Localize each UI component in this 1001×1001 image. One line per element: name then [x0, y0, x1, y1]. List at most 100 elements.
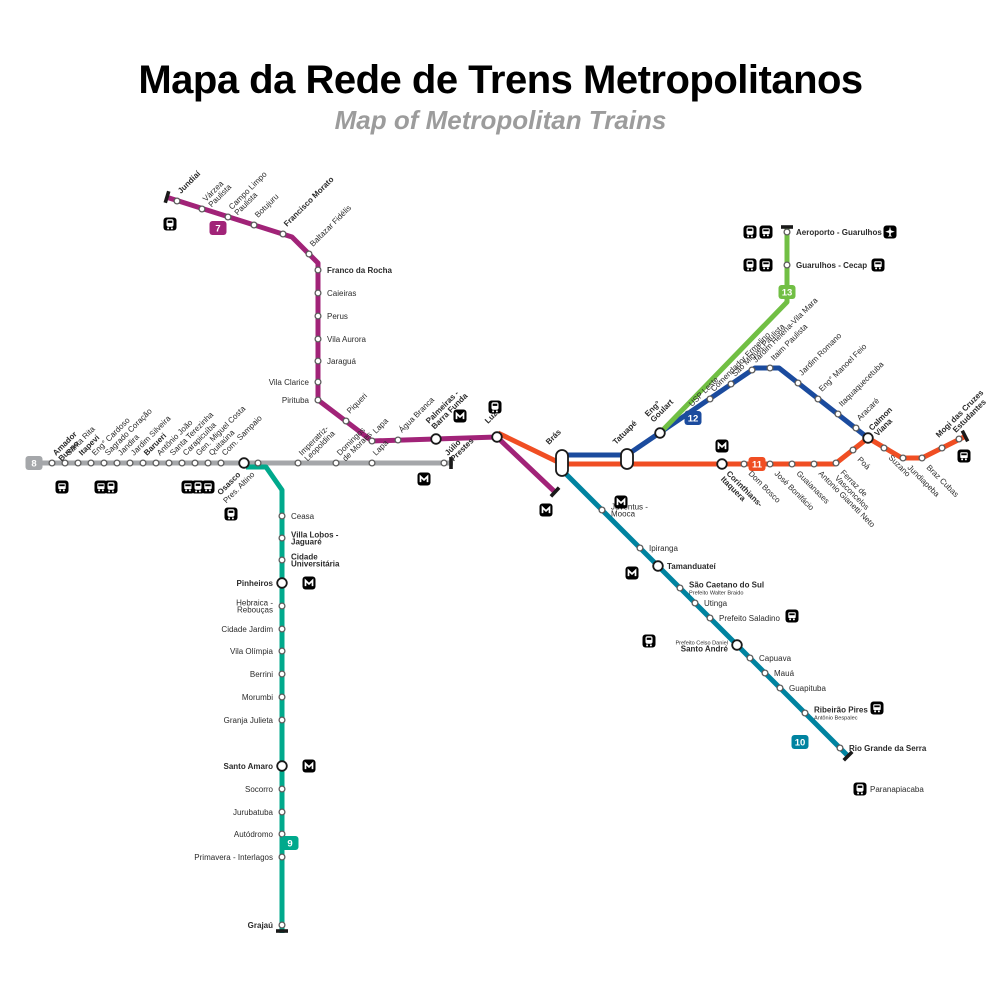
station-marker	[783, 261, 791, 269]
metro-icon	[614, 495, 628, 509]
station-label: Capuava	[759, 654, 792, 663]
station-label: Autódromo	[234, 830, 274, 839]
station-marker	[706, 614, 714, 622]
station-marker	[368, 437, 376, 445]
train-icon	[224, 507, 238, 521]
station-marker	[832, 459, 840, 467]
station-marker	[801, 709, 809, 717]
line-13-path	[658, 226, 790, 435]
train-icon	[743, 258, 757, 272]
station-marker	[254, 459, 262, 467]
station-label: Prefeito Saladino	[719, 614, 780, 623]
station-marker	[139, 459, 147, 467]
station-label: Palmeiras -Barra Funda	[424, 385, 470, 431]
line-10-path	[560, 468, 851, 759]
station-marker	[862, 432, 874, 444]
station-marker	[814, 395, 822, 403]
station-marker	[165, 459, 173, 467]
station-label: Villa Lobos -Jaguaré	[291, 530, 339, 546]
station-marker	[278, 921, 286, 929]
station-marker	[766, 364, 774, 372]
station-marker	[314, 312, 322, 320]
station-marker	[776, 684, 784, 692]
bus-icon	[94, 480, 108, 494]
station-label: Primavera - Interlagos	[194, 853, 273, 862]
station-marker	[652, 560, 664, 572]
station-label: Berrini	[250, 670, 273, 679]
station-label: Ceasa	[291, 512, 315, 521]
station-marker	[278, 512, 286, 520]
station-marker	[746, 654, 754, 662]
station-marker	[217, 459, 225, 467]
station-marker	[278, 534, 286, 542]
station-label: Granja Julieta	[224, 716, 274, 725]
station-marker	[278, 670, 286, 678]
metro-icon	[539, 503, 553, 517]
station-marker	[766, 460, 774, 468]
line-12-badge-label: 12	[688, 413, 699, 424]
station-marker	[555, 449, 569, 477]
station-label: Poá	[856, 455, 873, 472]
station-label: Morumbi	[242, 693, 273, 702]
line-7-badge-label: 7	[215, 223, 220, 234]
station-label: Vila Aurora	[327, 335, 367, 344]
station-label: Franco da Rocha	[327, 266, 392, 275]
station-marker	[810, 460, 818, 468]
station-marker	[152, 459, 160, 467]
line-9-badge-label: 9	[287, 838, 292, 849]
station-marker	[706, 395, 714, 403]
station-marker	[598, 506, 606, 514]
station-marker	[368, 459, 376, 467]
station-label: Juventus -Mooca	[611, 502, 648, 518]
station-marker	[126, 459, 134, 467]
station-label: Socorro	[245, 785, 274, 794]
station-marker	[278, 716, 286, 724]
station-label: Utinga	[704, 599, 728, 608]
station-marker	[314, 357, 322, 365]
station-marker	[74, 459, 82, 467]
station-marker	[314, 289, 322, 297]
station-label: Tatuapé	[611, 418, 639, 446]
station-marker	[100, 459, 108, 467]
station-marker	[727, 380, 735, 388]
station-marker	[314, 266, 322, 274]
station-marker	[394, 436, 402, 444]
station-marker	[342, 417, 350, 425]
station-marker	[761, 669, 769, 677]
station-label: Aeroporto - Guarulhos	[796, 228, 882, 237]
station-marker	[918, 454, 926, 462]
bus-icon	[759, 258, 773, 272]
station-marker	[191, 459, 199, 467]
station-marker	[491, 431, 503, 443]
station-marker	[314, 335, 322, 343]
metro-icon	[417, 472, 431, 486]
station-marker	[740, 460, 748, 468]
station-marker	[731, 639, 743, 651]
metro-icon	[625, 566, 639, 580]
station-label: José Bonifácio	[773, 469, 817, 513]
station-label: Lapa	[371, 416, 390, 435]
station-marker	[278, 785, 286, 793]
airplane-icon	[883, 225, 897, 239]
station-marker	[278, 808, 286, 816]
station-marker	[61, 459, 69, 467]
station-marker	[113, 459, 121, 467]
station-label: Rio Grande da Serra	[849, 744, 927, 753]
bus-icon	[55, 480, 69, 494]
station-marker	[332, 459, 340, 467]
terminus-tick	[842, 750, 854, 762]
station-marker	[198, 205, 206, 213]
line-13-badge	[778, 285, 796, 299]
station-label: Cidade Jardim	[221, 625, 273, 634]
bus-icon	[870, 701, 884, 715]
station-label: Piqueri	[345, 391, 369, 415]
train-icon	[104, 480, 118, 494]
station-marker	[899, 454, 907, 462]
line-10-badge-label: 10	[795, 737, 806, 748]
